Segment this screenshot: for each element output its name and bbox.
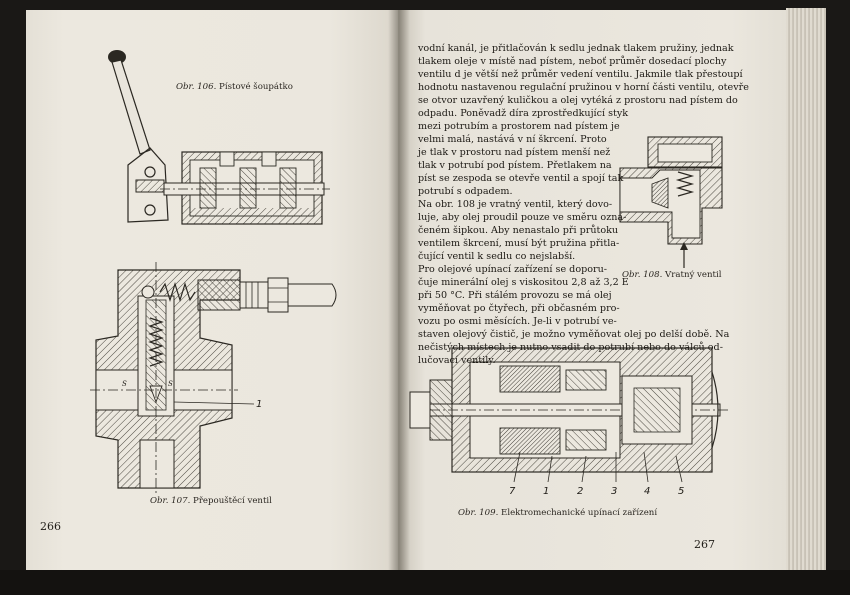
fig109-callout-5: 5 [678,486,684,497]
valve-107-drawing [90,262,337,496]
text-line: čeném šipkou. Aby nenastalo při průtoku [418,225,619,236]
figure-107-title: Přepouštěcí ventil [193,496,272,506]
figure-108-label: Obr. 108. [622,270,663,280]
text-line: nečistých místech je nutno vsadit do pot… [418,342,723,353]
text-line: vozu po osmi měsících. Je-li v potrubí v… [418,316,617,327]
figure-106-title: Pístové šoupátko [219,82,293,92]
fig107-callout-s2: S [168,380,173,388]
figure-106-caption: Obr. 106. Pístové šoupátko [176,82,293,92]
fig109-callout-1: 1 [543,486,549,497]
right-page [398,10,790,584]
fig109-callout-3: 3 [611,486,617,497]
text-line: ventilu d je větší než průměr vedení ven… [418,69,743,80]
text-line: vodní kanál, je přitlačován k sedlu jedn… [418,43,734,54]
page-number-right: 267 [694,538,715,551]
fig107-callout-s1: S [122,380,127,388]
valve-108-drawing [619,136,723,268]
text-line: lučovací ventily. [418,355,496,366]
text-line: se otvor uzavřený kuličkou a olej vytéká… [418,95,738,106]
text-line: vyměňovat po čtyřech, při občasném pro- [418,303,620,314]
text-line: čující ventil k sedlu co nejslabší. [418,251,576,262]
figure-106-label: Obr. 106. [176,82,217,92]
text-line: ventilem škrcení, musí být pružina přitl… [418,238,620,249]
text-line: hodnotu nastavenou regulační pružinou v … [418,82,749,93]
figure-107-label: Obr. 107. [150,496,191,506]
text-line: staven olejový čistič, je možno vyměňova… [418,329,730,340]
figure-108-title: Vratný ventil [665,270,722,280]
text-line: Na obr. 108 je vratný ventil, který dovo… [418,199,613,210]
page-edges [786,8,826,586]
fig107-callout-1: 1 [256,399,262,410]
device-109-drawing [409,347,730,483]
text-line: tlak v potrubí pod pístem. Přetlakem na [418,160,612,171]
text-line: potrubí s odpadem. [418,186,513,197]
lever [108,50,151,155]
figure-109-title: Elektromechanické upínací zařízení [501,508,658,518]
page-number-left: 266 [40,520,61,533]
text-line: čuje minerální olej s viskositou 2,8 až … [418,277,629,288]
text-line: Pro olejové upínací zařízení se doporu- [418,264,608,275]
text-line: je tlak v prostoru nad pístem menší než [418,147,611,158]
valve-106-housing [127,147,330,225]
text-line: luje, aby olej proudil pouze ve směru oz… [418,212,627,223]
text-line: odpadu. Poněvadž díra zprostředkující st… [418,108,629,119]
text-line: mezi potrubím a prostorem nad pístem je [418,121,620,132]
book-gutter [388,10,410,584]
figure-109-caption: Obr. 109. Elektromechanické upínací zaří… [458,508,657,518]
text-line: velmi malá, nastává v ní škrcení. Proto [418,134,607,145]
text-line: tlakem oleje v místě nad pístem, neboť p… [418,56,727,67]
text-line: při 50 °C. Při stálém provozu se má olej [418,290,612,301]
fig109-callout-7: 7 [509,486,516,497]
figure-109-label: Obr. 109. [458,508,499,518]
text-line: píst se zespoda se otevře ventil a spojí… [418,173,624,184]
background-surface [0,570,850,595]
fig109-callout-2: 2 [577,486,583,497]
fig109-callout-4: 4 [644,486,650,497]
figure-108-caption: Obr. 108. Vratný ventil [622,270,722,280]
figure-107-caption: Obr. 107. Přepouštěcí ventil [150,496,272,506]
